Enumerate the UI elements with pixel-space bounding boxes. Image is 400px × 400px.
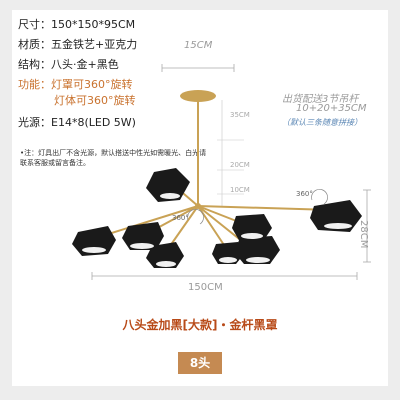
rod-info-line2: 10+20+35CM [296, 103, 367, 114]
spec-function-1: 功能：灯罩可360°旋转 [18, 78, 133, 91]
canopy [180, 90, 216, 102]
spec-size: 尺寸：150*150*95CM [18, 18, 136, 31]
variant-badge: 8头 [178, 352, 222, 374]
lamp-shade [72, 226, 116, 256]
lamp-shade [122, 222, 164, 250]
rod-info-line3: （默认三条随意拼接） [282, 118, 362, 127]
rod-info-line1: 出货配送3节吊杆 [282, 94, 359, 105]
product-caption: 八头金加黑[大款]・金杆黑罩 [122, 318, 278, 332]
width-label: 150CM [188, 282, 223, 293]
rod-10-label: 10CM [230, 186, 250, 194]
lamp-shade [310, 200, 362, 232]
spec-function-2: 灯体可360°旋转 [54, 94, 136, 107]
height-label: 28CM [358, 220, 369, 249]
lamp-shade [146, 242, 184, 268]
lamp-shade [212, 242, 244, 264]
shipping-note: •注：灯具出厂不含光源，默认搭送中性光如需暖光、白光请联系客服或留言备注。 [20, 149, 207, 167]
canopy-width-label: 15CM [184, 40, 213, 51]
lamp-shade [234, 236, 280, 264]
rotate-right-label: 360° [296, 190, 313, 198]
spec-light-source: 光源：E14*8(LED 5W) [18, 116, 136, 129]
rod-20-label: 20CM [230, 161, 250, 169]
spec-material: 材质：五金铁艺+亚克力 [18, 38, 138, 51]
chandelier-diagram [72, 64, 371, 280]
lamp-shade [146, 168, 190, 202]
rod-35-label: 35CM [230, 111, 250, 119]
product-card: 尺寸：150*150*95CM 材质：五金铁艺+亚克力 结构：八头·金+黑色 功… [12, 10, 388, 386]
spec-structure: 结构：八头·金+黑色 [18, 58, 119, 71]
rotate-left-label: 360° [172, 214, 189, 222]
